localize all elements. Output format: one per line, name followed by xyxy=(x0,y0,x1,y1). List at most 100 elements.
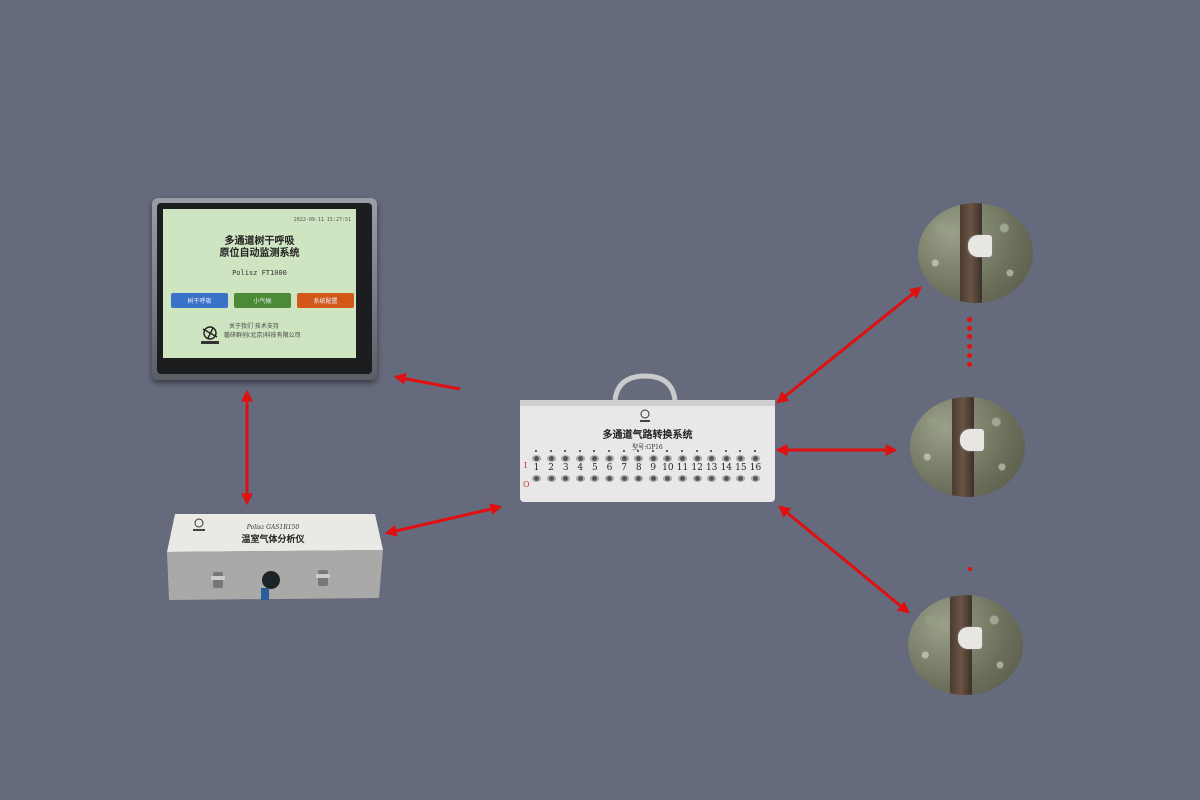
analyzer-logo-icon xyxy=(193,518,205,531)
channel-number: 8 xyxy=(635,463,642,473)
channel-number: 10 xyxy=(662,463,674,473)
gas-analyzer: Polisz GAS1R150 温室气体分析仪 xyxy=(167,514,383,600)
inlet-port xyxy=(721,455,731,462)
screen-footer: 关于我们 技术支持 磐研群创(北京)科技有限公司 xyxy=(224,322,301,340)
analyzer-cable xyxy=(261,588,269,600)
channel-indicator-dot xyxy=(666,450,669,452)
switch-box-lid-edge xyxy=(520,400,775,406)
inlet-port xyxy=(546,455,556,462)
carry-handle xyxy=(612,373,678,401)
channel-indicator-dot xyxy=(724,450,727,452)
arrow-switch-treen xyxy=(778,505,910,614)
ellipsis-dot xyxy=(968,567,972,571)
channel-indicator-dot xyxy=(695,450,698,452)
about-support-links[interactable]: 关于我们 技术支持 xyxy=(229,323,279,330)
channel-indicator-dot xyxy=(710,450,713,452)
outlet-port xyxy=(590,475,600,482)
channel-indicator-dot xyxy=(637,450,640,452)
inlet-port xyxy=(532,455,541,462)
channel-indicator-dot xyxy=(549,450,552,452)
outlet-port xyxy=(605,475,614,482)
trunk-respiration-button[interactable]: 树干呼吸 xyxy=(171,293,228,308)
inlet-port xyxy=(707,455,717,462)
screen-title: 多通道树干呼吸 原位自动监测系统 xyxy=(163,236,356,260)
arrow-switch-to-monitor xyxy=(393,372,461,391)
inlet-port xyxy=(648,455,658,462)
channel-indicator-dot xyxy=(593,450,596,452)
channel-indicator-dot xyxy=(535,450,537,452)
analyzer-port-right-nut xyxy=(316,574,330,578)
inlet-port xyxy=(751,455,760,462)
row-in-label: I xyxy=(524,461,528,470)
channel-number: 6 xyxy=(606,463,613,473)
inlet-port xyxy=(663,455,673,462)
channel-number: 7 xyxy=(621,463,627,473)
channel-number: 15 xyxy=(735,463,747,473)
channel-number: 16 xyxy=(749,463,762,473)
screen-title-line1: 多通道树干呼吸 xyxy=(224,236,295,247)
ellipsis-dot xyxy=(967,353,972,358)
microclimate-button[interactable]: 小气候 xyxy=(234,293,291,308)
outlet-port xyxy=(561,475,571,482)
channel-indicator-dot xyxy=(622,450,625,452)
respiration-chamber-icon xyxy=(960,429,984,451)
channel-number: 13 xyxy=(705,463,718,473)
tree-chamber-1 xyxy=(918,203,1033,303)
analyzer-name: 温室气体分析仪 xyxy=(241,533,305,545)
inlet-port xyxy=(678,455,687,462)
arrow-switch-tree1 xyxy=(776,286,922,404)
row-out-label: O xyxy=(523,480,530,489)
analyzer-top xyxy=(167,514,383,552)
channel-number: 14 xyxy=(720,463,733,473)
outlet-port xyxy=(707,475,717,482)
monitor-display: 2022-09-11 15:27:51 多通道树干呼吸 原位自动监测系统 Pol… xyxy=(152,198,377,380)
channel-number: 4 xyxy=(577,463,584,473)
tree-chamber-n xyxy=(908,595,1023,695)
channel-number: 11 xyxy=(676,463,689,473)
arrow-analyzer-switch xyxy=(384,503,503,537)
inlet-port xyxy=(634,455,644,462)
channel-number: 9 xyxy=(650,463,657,473)
inlet-port xyxy=(692,455,702,462)
inlet-port xyxy=(575,455,585,462)
outlet-port xyxy=(692,475,702,482)
analyzer-model: Polisz GAS1R150 xyxy=(246,524,300,531)
outlet-port xyxy=(751,475,760,482)
channel-indicator-dot xyxy=(754,450,756,452)
channel-number: 3 xyxy=(562,463,569,473)
ellipsis-dot xyxy=(967,344,972,349)
system-config-button[interactable]: 系统配置 xyxy=(297,293,354,308)
tree-chamber-2 xyxy=(910,397,1025,497)
ellipsis-dot xyxy=(967,334,972,339)
respiration-chamber-icon xyxy=(958,627,982,649)
switch-box-logo-icon xyxy=(640,409,650,422)
ellipsis-dot xyxy=(967,317,972,322)
channel-indicator-dot xyxy=(739,450,742,452)
channel-indicator-dot xyxy=(651,450,654,452)
inlet-port xyxy=(605,455,614,462)
channel-number: 5 xyxy=(592,463,598,473)
ellipsis-dot xyxy=(967,362,972,367)
outlet-port xyxy=(663,475,673,482)
monitor-screen: 2022-09-11 15:27:51 多通道树干呼吸 原位自动监测系统 Pol… xyxy=(163,209,356,358)
channel-number: 2 xyxy=(548,463,554,473)
outlet-port xyxy=(678,475,687,482)
outlet-port xyxy=(619,475,629,482)
outlet-port xyxy=(634,475,644,482)
channel-number: 1 xyxy=(533,463,540,473)
switch-box-model: 型号:GP16 xyxy=(632,444,663,451)
analyzer-port-left-nut xyxy=(211,576,225,580)
outlet-port xyxy=(546,475,556,482)
outlet-port xyxy=(648,475,658,482)
channel-indicator-dot xyxy=(564,450,567,452)
screen-timestamp: 2022-09-11 15:27:51 xyxy=(293,217,351,223)
switch-box-name: 多通道气路转换系统 xyxy=(602,430,693,441)
company-name: 磐研群创(北京)科技有限公司 xyxy=(224,332,301,339)
outlet-port xyxy=(736,475,746,482)
analyzer-connector xyxy=(262,571,280,589)
inlet-port xyxy=(590,455,600,462)
inlet-port xyxy=(619,455,629,462)
